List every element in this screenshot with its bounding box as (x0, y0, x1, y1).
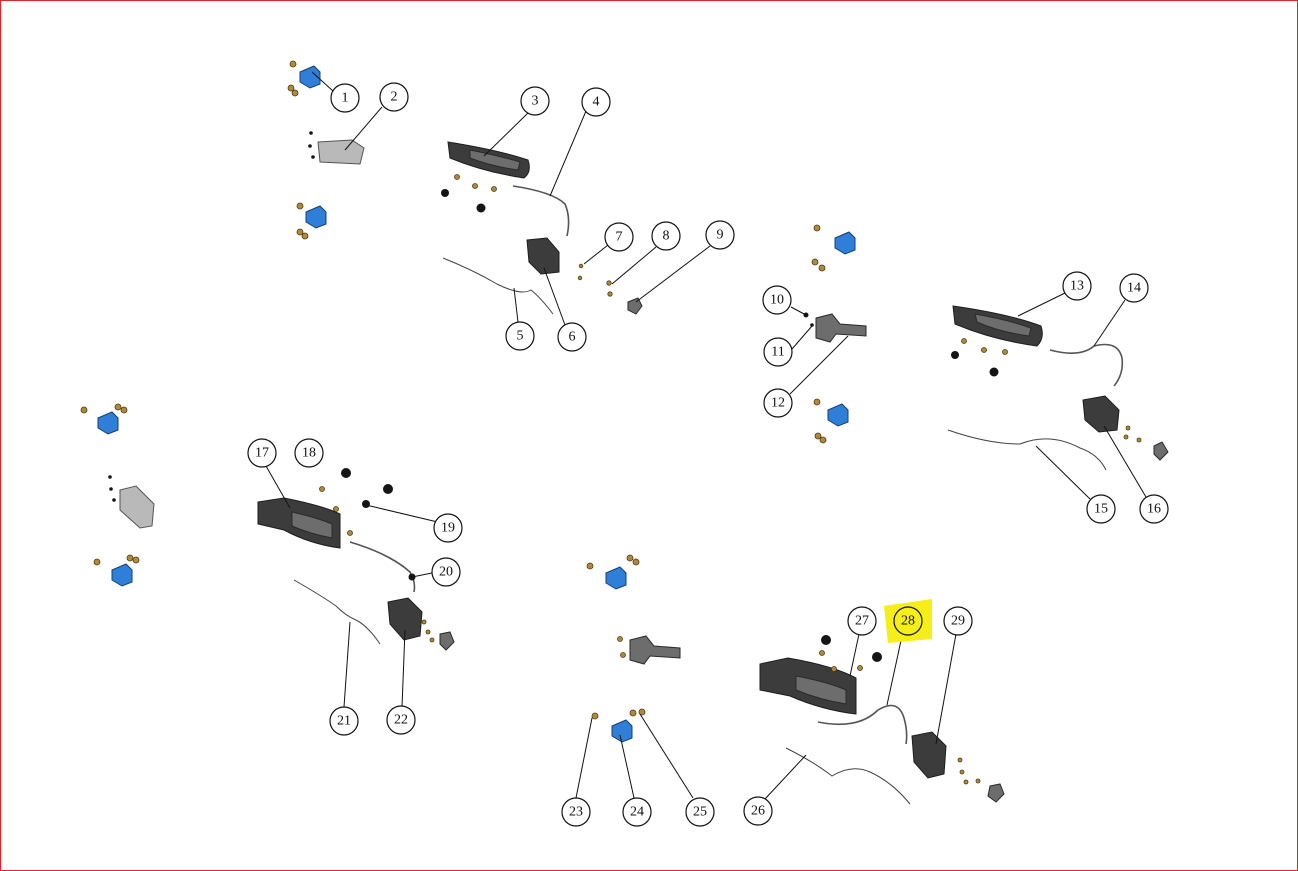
callout-3[interactable]: 3 (520, 86, 550, 116)
callout-13[interactable]: 13 (1062, 271, 1092, 301)
callout-22[interactable]: 22 (386, 705, 416, 735)
callout-label: 9 (717, 228, 724, 243)
callout-label: 28 (901, 614, 915, 629)
callout-label: 14 (1127, 281, 1141, 296)
callout-29[interactable]: 29 (943, 606, 973, 636)
callout-8[interactable]: 8 (651, 221, 681, 251)
callout-label: 21 (337, 714, 351, 729)
callout-2[interactable]: 2 (379, 82, 409, 112)
callout-label: 6 (569, 330, 576, 345)
callout-1[interactable]: 1 (330, 83, 360, 113)
callout-label: 24 (630, 805, 644, 820)
callout-26[interactable]: 26 (743, 796, 773, 826)
hinge-group-bottom-center (586, 554, 681, 743)
callout-label: 26 (751, 804, 765, 819)
callout-label: 20 (439, 565, 453, 580)
callout-20[interactable]: 20 (431, 557, 461, 587)
callout-19[interactable]: 19 (433, 513, 463, 543)
callout-label: 5 (517, 329, 524, 344)
callout-label: 12 (771, 396, 785, 411)
callout-24[interactable]: 24 (622, 797, 652, 827)
callout-27[interactable]: 27 (847, 606, 877, 636)
callout-label: 13 (1070, 279, 1084, 294)
callout-15[interactable]: 15 (1086, 494, 1116, 524)
callout-label: 19 (441, 521, 455, 536)
callout-5[interactable]: 5 (505, 321, 535, 351)
latch-assembly-upper-center (441, 141, 643, 315)
latch-assembly-right (947, 305, 1169, 471)
callout-label: 11 (771, 345, 784, 360)
callout-4[interactable]: 4 (581, 87, 611, 117)
callout-label: 29 (951, 614, 965, 629)
callout-label: 2 (391, 90, 398, 105)
callout-25[interactable]: 25 (685, 797, 715, 827)
callout-label: 1 (342, 91, 349, 106)
callout-label: 8 (663, 229, 670, 244)
hinge-group-upper-left (287, 60, 365, 240)
callout-9[interactable]: 9 (705, 220, 735, 250)
callout-label: 25 (693, 805, 707, 820)
callout-label: 27 (855, 614, 869, 629)
callout-11[interactable]: 11 (763, 337, 793, 367)
callout-16[interactable]: 16 (1139, 494, 1169, 524)
callout-label: 22 (394, 713, 408, 728)
callout-10[interactable]: 10 (762, 285, 792, 315)
callout-label: 16 (1147, 502, 1161, 517)
latch-assembly-lower-left (257, 468, 455, 651)
callout-label: 3 (532, 94, 539, 109)
callout-28[interactable]: 28 (893, 606, 923, 636)
door-check-group (803, 224, 867, 444)
leader-lines (265, 71, 1147, 800)
callout-label: 17 (255, 446, 269, 461)
latch-assembly-lower-right (759, 635, 1005, 805)
callout-23[interactable]: 23 (561, 797, 591, 827)
callout-label: 15 (1094, 502, 1108, 517)
callout-18[interactable]: 18 (294, 438, 324, 468)
callout-label: 10 (770, 293, 784, 308)
callout-17[interactable]: 17 (247, 438, 277, 468)
callout-21[interactable]: 21 (329, 706, 359, 736)
callout-label: 18 (302, 446, 316, 461)
callout-label: 7 (616, 230, 623, 245)
callout-label: 23 (569, 805, 583, 820)
hinge-group-left (80, 403, 155, 587)
callout-label: 4 (593, 95, 600, 110)
callout-6[interactable]: 6 (557, 322, 587, 352)
callout-12[interactable]: 12 (763, 388, 793, 418)
callout-14[interactable]: 14 (1119, 273, 1149, 303)
callout-7[interactable]: 7 (604, 222, 634, 252)
